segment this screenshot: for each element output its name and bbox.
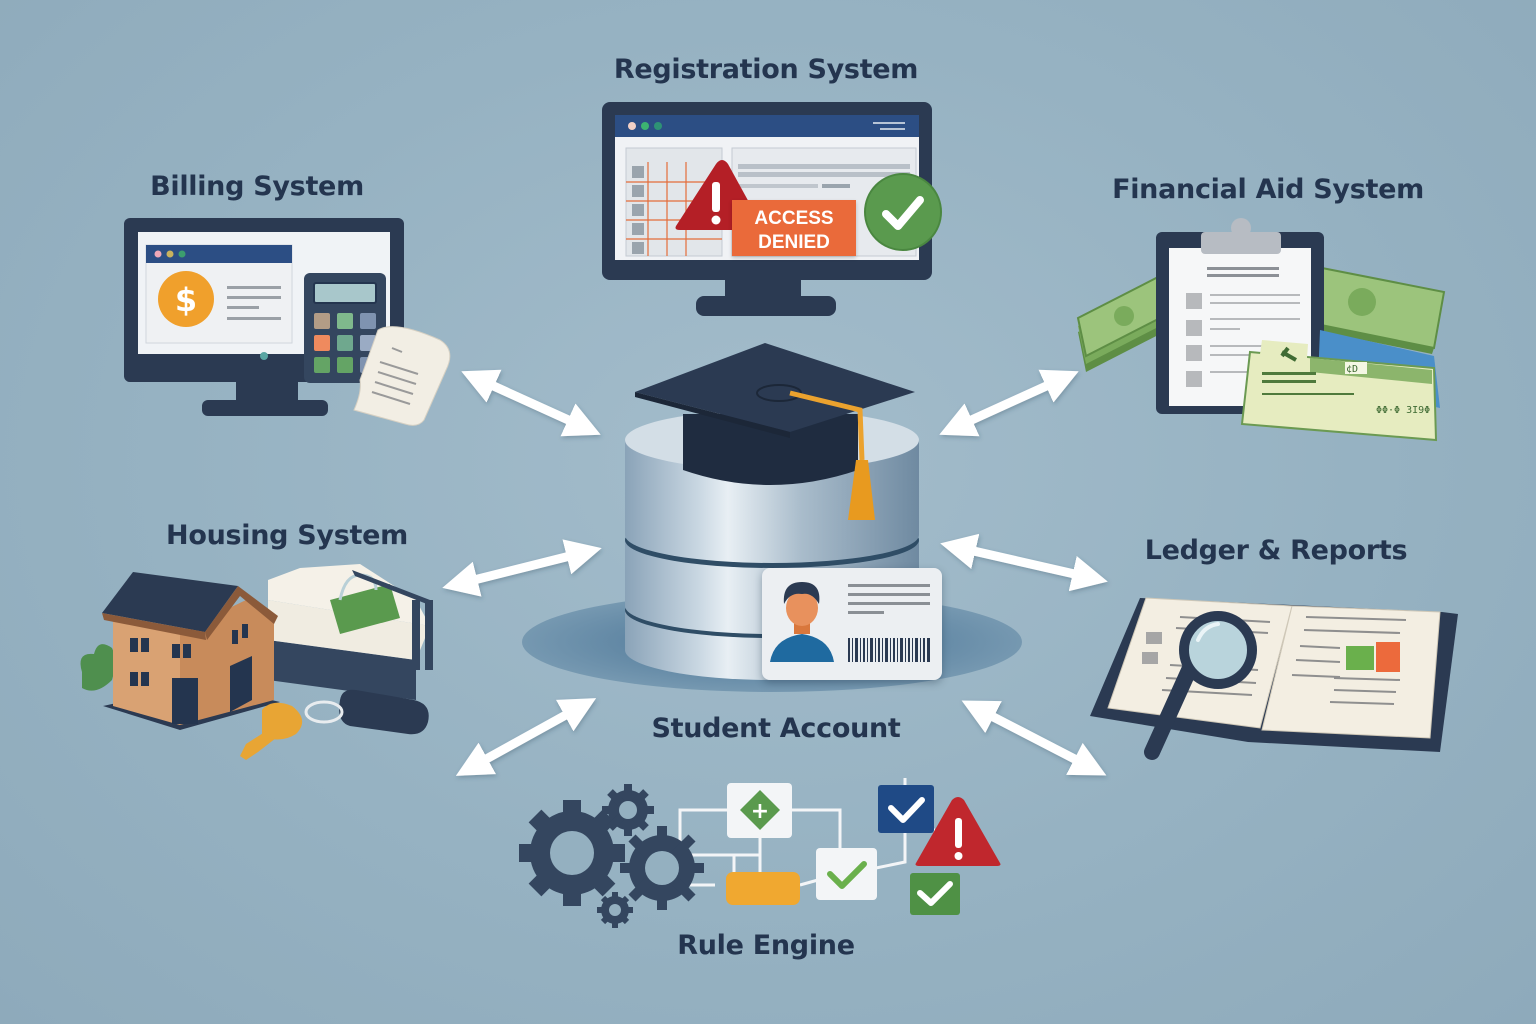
svg-text:+: + bbox=[751, 799, 769, 824]
node-label-rule-engine: Rule Engine bbox=[677, 930, 855, 961]
svg-text:ACCESS: ACCESS bbox=[754, 208, 833, 229]
student-id-card-icon bbox=[762, 568, 942, 680]
arrow-housing-center bbox=[442, 539, 602, 597]
node-label-housing: Housing System bbox=[166, 520, 408, 551]
node-label-ledger: Ledger & Reports bbox=[1144, 535, 1408, 566]
arrow-financial-aid-center bbox=[939, 369, 1079, 437]
node-label-registration: Registration System bbox=[613, 54, 919, 85]
access-denied-badge: ACCESS DENIED bbox=[732, 200, 856, 256]
arrow-ledger-center bbox=[940, 533, 1108, 592]
node-label-billing: Billing System bbox=[150, 171, 364, 202]
svg-text:ΦΦ·Φ 3Ι9Φ: ΦΦ·Φ 3Ι9Φ bbox=[1376, 405, 1430, 416]
svg-text:DENIED: DENIED bbox=[758, 232, 830, 253]
arrow-billing-center bbox=[461, 369, 601, 437]
node-label-student-account: Student Account bbox=[651, 713, 901, 744]
arrow-rule-engine-center-left bbox=[455, 698, 597, 776]
svg-text:$: $ bbox=[175, 281, 197, 319]
arrow-rule-engine-center-right bbox=[961, 700, 1107, 776]
svg-text:¢D: ¢D bbox=[1346, 364, 1358, 375]
node-label-financial-aid: Financial Aid System bbox=[1112, 174, 1424, 205]
